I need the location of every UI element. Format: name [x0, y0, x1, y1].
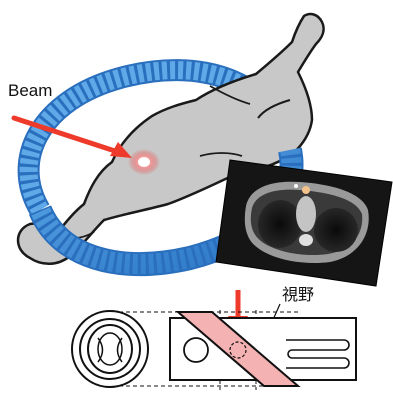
scanner-schematic	[72, 310, 356, 390]
beam-label: Beam	[8, 81, 52, 100]
ct-slice-image	[216, 160, 392, 286]
field-of-view-label: 視野	[282, 286, 314, 304]
radiation-target-icon	[128, 149, 160, 175]
